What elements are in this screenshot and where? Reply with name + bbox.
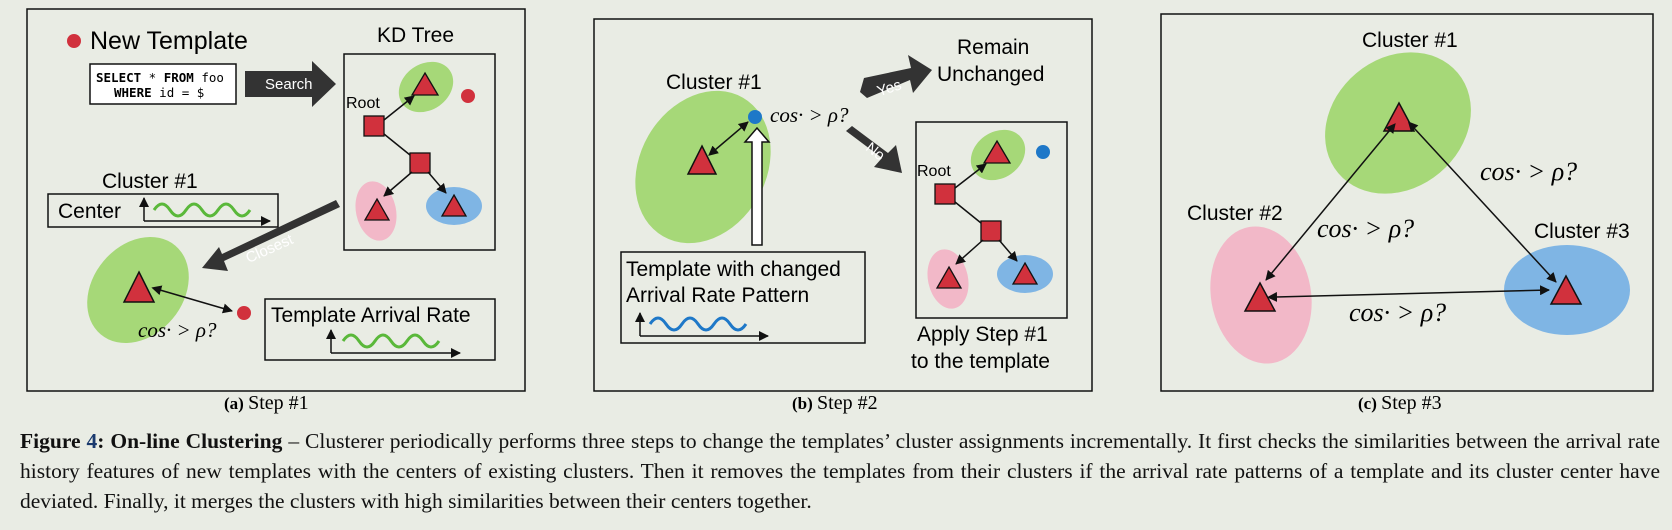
new-template-label: New Template: [90, 27, 248, 55]
edge-2-3: [1267, 285, 1550, 302]
kd-edge-blue: [427, 171, 447, 194]
cos-label-a: cos· > ρ?: [138, 318, 217, 342]
edge-1-3: [1407, 121, 1557, 283]
apply-line-2: to the template: [911, 350, 1050, 373]
figure-diagram: New Template SELECT * FROM foo WHERE id …: [26, 8, 1654, 414]
sql-line-2: WHERE id = $: [114, 85, 204, 100]
kd-root-label: Root: [346, 95, 380, 112]
kd-b-triangle-green: [982, 139, 1012, 164]
kd-b-triangle-pink: [935, 265, 963, 289]
apply-line-1: Apply Step #1: [917, 323, 1048, 346]
kd-root-node: [363, 115, 385, 137]
new-template-dot: [67, 34, 81, 48]
panel-b: Cluster #1 cos· > ρ? Yes Remain Unchange…: [593, 18, 1093, 392]
cluster-3-triangle: [1549, 274, 1583, 305]
panel-c-border: [1160, 13, 1654, 392]
closest-arrow: [202, 200, 340, 271]
caption-label: Figure 4: On-line Clustering: [20, 429, 283, 453]
kd-new-dot: [461, 89, 475, 103]
arrival-rate-label: Template Arrival Rate: [271, 304, 471, 327]
kd-b-root-node: [934, 183, 956, 205]
kd-edge-root-green: [383, 95, 415, 121]
caption-text: – Clusterer periodically performs three …: [20, 429, 1660, 513]
template-dot-a: [237, 306, 251, 320]
cos-label-c-1-3: cos· > ρ?: [1480, 157, 1577, 186]
no-arrow: [846, 126, 902, 173]
kd-b-blue-dot: [1036, 145, 1050, 159]
changed-template-dot: [748, 110, 762, 124]
remain-line-1: Remain: [957, 36, 1029, 59]
edge-1-2: [1265, 123, 1396, 281]
kd-edge-root-child: [383, 133, 411, 156]
kd-triangle-blue: [440, 193, 468, 217]
kd-b-edge-pink: [955, 239, 984, 265]
compare-arrow-a: [151, 285, 233, 314]
arrival-wave: [341, 333, 441, 349]
yes-arrow: [860, 55, 932, 98]
cos-label-b: cos· > ρ?: [770, 103, 849, 127]
kd-edge-pink: [383, 171, 413, 197]
cluster-1-triangle-b: [686, 144, 718, 175]
cos-label-c-1-2: cos· > ρ?: [1317, 214, 1414, 243]
compare-arrow-b: [708, 121, 749, 156]
changed-line-1: Template with changed: [626, 258, 841, 281]
kd-b-root-label: Root: [917, 163, 951, 180]
cluster-2-label: Cluster #2: [1187, 202, 1283, 225]
kd-b-triangle-blue: [1011, 261, 1039, 285]
arrival-rate-box: [264, 298, 496, 361]
yes-label: Yes: [875, 76, 904, 100]
changed-template-box: [620, 251, 866, 344]
kd-triangle-green: [410, 71, 440, 96]
center-wave: [152, 202, 252, 218]
sql-box: [89, 63, 237, 105]
figure-caption: Figure 4: On-line Clustering – Clusterer…: [20, 426, 1660, 516]
kd-tree-title: KD Tree: [377, 24, 454, 47]
sublabel-b: (b) Step #2: [792, 392, 878, 414]
cluster-1-label-a: Cluster #1: [102, 170, 198, 193]
kd-b-edge-blue: [998, 239, 1018, 262]
panel-a: New Template SELECT * FROM foo WHERE id …: [26, 8, 526, 392]
center-label: Center: [58, 200, 121, 223]
panel-c: Cluster #1 Cluster #2 Cluster #3 cos· > …: [1160, 13, 1654, 392]
sql-line-1: SELECT * FROM foo: [96, 70, 224, 85]
cluster-3-label: Cluster #3: [1534, 220, 1630, 243]
cluster-1-label-c: Cluster #1: [1362, 29, 1458, 52]
panel-b-border: [593, 18, 1093, 392]
kd-b-edge-root-child: [954, 201, 982, 224]
search-arrow: [245, 61, 336, 107]
sublabel-a: (a) Step #1: [224, 392, 309, 414]
cos-label-c-2-3: cos· > ρ?: [1349, 298, 1446, 327]
kd-child-node: [409, 152, 431, 174]
kd-b-child-node: [980, 220, 1002, 242]
kd-triangle-pink: [363, 197, 391, 221]
search-label: Search: [265, 76, 313, 93]
center-box: [47, 193, 279, 228]
kd-tree-box: [343, 53, 496, 251]
hollow-up-arrow: [743, 126, 771, 246]
remain-line-2: Unchanged: [937, 63, 1044, 86]
kd-tree-box-b: [915, 121, 1068, 319]
changed-wave: [648, 316, 748, 332]
kd-b-edge-root-green: [954, 163, 987, 189]
sublabel-c: (c) Step #3: [1358, 392, 1442, 414]
cluster-1-label-b: Cluster #1: [666, 71, 762, 94]
panel-a-border: [26, 8, 526, 392]
cluster-1-triangle-a: [122, 270, 156, 303]
changed-line-2: Arrival Rate Pattern: [626, 284, 809, 307]
